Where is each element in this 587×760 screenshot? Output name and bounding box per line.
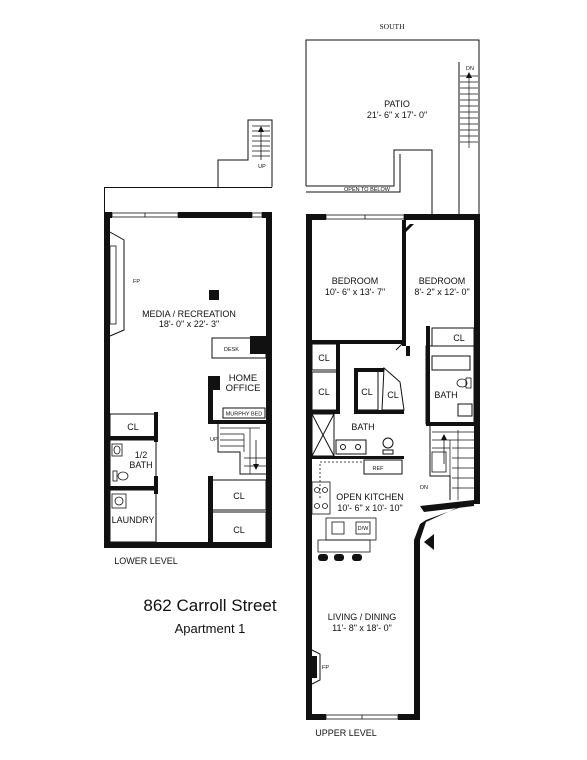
home-office-line2: OFFICE — [226, 383, 261, 394]
lower-fireplace — [109, 231, 125, 337]
lower-interior-stair — [217, 424, 266, 475]
lower-level: UP FP MEDIA / RECREATION 18'- 0" x 22'- — [104, 119, 273, 566]
lower-closet-c: CL — [233, 525, 245, 535]
bedroom-walls — [312, 220, 414, 356]
lower-closet-b: CL — [233, 491, 245, 501]
upper-right-stair — [429, 426, 474, 500]
murphy-bed-label: MURPHY BED — [226, 412, 263, 418]
murphy-bed — [222, 407, 266, 419]
fridge-label: REF — [373, 466, 385, 472]
column — [209, 290, 219, 300]
lower-fireplace-label: FP — [133, 279, 140, 285]
half-bath-line2: BATH — [129, 460, 152, 470]
right-bath-wall-b — [426, 422, 476, 426]
door-swing — [395, 343, 403, 351]
home-office-line1: HOME — [229, 373, 258, 384]
living-dims: 11'- 8" x 18'- 0" — [332, 623, 392, 633]
bedroom1-name: BEDROOM — [332, 276, 379, 286]
laundry-machines — [111, 493, 127, 509]
patio — [305, 39, 480, 216]
bedroom2-dims: 8'- 2" x 12'- 0" — [414, 287, 469, 297]
desk — [211, 336, 267, 359]
address-title: 862 Carroll Street — [143, 596, 277, 615]
laundry-label: LAUNDRY — [112, 515, 155, 525]
lower-level-label: LOWER LEVEL — [114, 556, 178, 566]
entry-arrow — [424, 534, 434, 550]
patio-stair — [460, 74, 478, 148]
patio-dims: 21'- 6" x 17'- 0" — [367, 110, 427, 120]
lower-left-walls — [108, 412, 158, 494]
center-bath-label: BATH — [351, 422, 374, 432]
living-name: LIVING / DINING — [328, 612, 397, 622]
kitchen-name: OPEN KITCHEN — [336, 492, 404, 502]
right-bath-block — [425, 327, 475, 425]
media-room-dims: 18'- 0" x 22'- 3" — [159, 319, 219, 329]
dishwasher-label: D/W — [358, 526, 370, 532]
right-bath-label: BATH — [434, 390, 457, 400]
patio-name: PATIO — [384, 99, 410, 109]
lower-exterior-stair — [217, 119, 273, 187]
upper-closet-3: CL — [361, 387, 373, 397]
angled-closet — [381, 366, 405, 411]
center-bath — [311, 413, 394, 457]
bedroom2-name: BEDROOM — [419, 276, 466, 286]
patio-stair-label: DN — [466, 66, 474, 72]
open-below-label: OPEN TO BELOW — [344, 187, 391, 193]
kitchen-dims: 10'- 6" x 10'- 10" — [337, 503, 402, 513]
lower-closet-a: CL — [127, 422, 139, 432]
upper-stair-dn-label: DN — [420, 485, 428, 491]
lower-closet-wall — [208, 476, 213, 546]
center-bath-wall — [312, 456, 404, 459]
kitchen — [311, 459, 403, 561]
upper-closet-2: CL — [318, 387, 330, 397]
upper-closet-1: CL — [318, 353, 330, 363]
entry-angle-wall — [414, 500, 480, 540]
upper-fireplace — [311, 649, 321, 685]
upper-windows — [325, 214, 405, 720]
desk-label: DESK — [224, 347, 239, 353]
compass-label: SOUTH — [379, 22, 405, 31]
upper-level: DN PATIO 21'- 6" x 17'- 0" OPEN TO BELOW — [305, 39, 480, 738]
right-bath-fixtures — [456, 377, 472, 389]
lower-exterior-walls — [104, 187, 272, 548]
lower-stair-up-label: UP — [258, 164, 266, 170]
upper-closet-4: CL — [387, 390, 399, 400]
upper-level-label: UPPER LEVEL — [315, 728, 377, 738]
patio-stair-arrow — [466, 72, 472, 78]
interior-stair-up-label: UP — [210, 437, 218, 443]
apartment-subtitle: Apartment 1 — [174, 621, 246, 636]
lower-windows — [111, 212, 263, 218]
upper-exterior-walls — [306, 214, 480, 720]
half-bath-fixtures — [111, 443, 129, 482]
bedroom1-dims: 10'- 6" x 13'- 7" — [325, 287, 385, 297]
upper-fireplace-label: FP — [322, 665, 329, 671]
home-office-walls — [208, 376, 266, 424]
upper-closet-5: CL — [453, 333, 465, 343]
entry-angle-wall-2 — [420, 500, 474, 512]
right-bath-wall — [426, 326, 430, 426]
media-room-name: MEDIA / RECREATION — [142, 309, 236, 319]
half-bath-line1: 1/2 — [135, 450, 148, 460]
left-closet-walls — [310, 344, 404, 414]
